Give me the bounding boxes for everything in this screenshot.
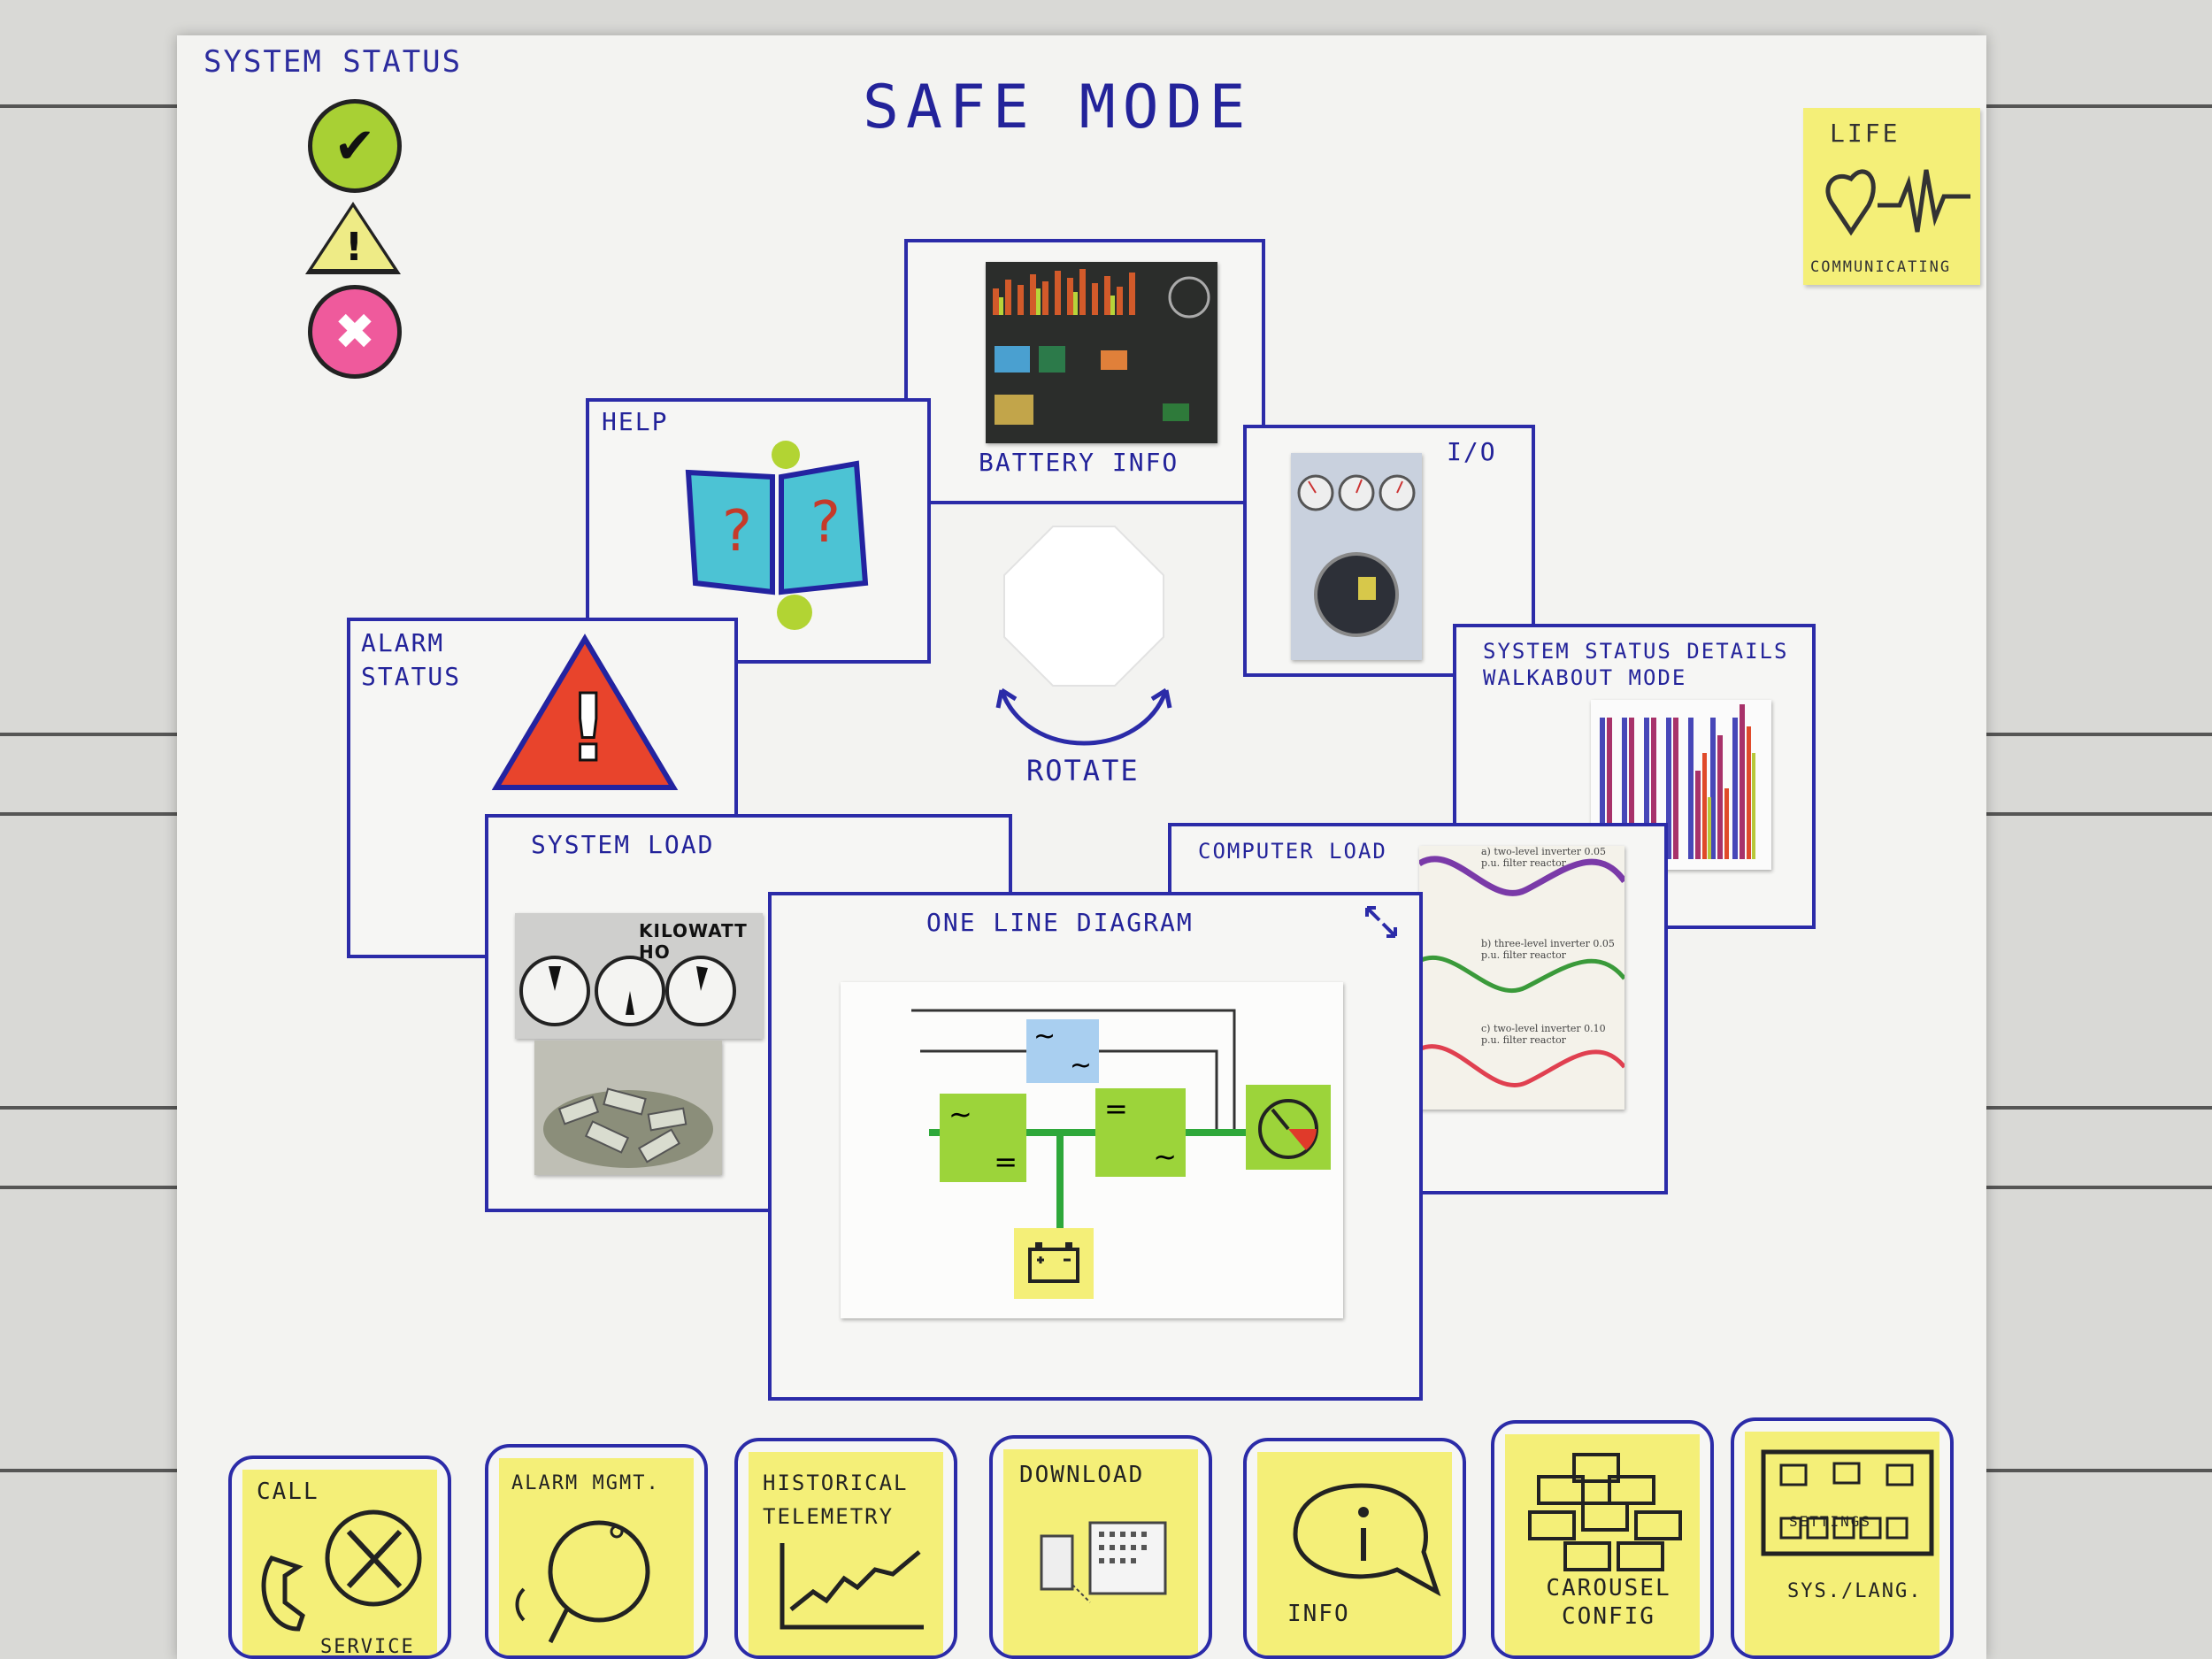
carousel-grid-icon xyxy=(1528,1453,1682,1571)
one-line-diagram-sheet: ~ ~ ~ = = ~ xyxy=(841,982,1343,1318)
help-book-icon xyxy=(685,441,869,630)
kilowatt-meter-text: KILOWATT HO xyxy=(639,920,748,963)
rotate-dial[interactable] xyxy=(1000,522,1168,690)
waveform-image: a) two-level inverter 0.05 p.u. filter r… xyxy=(1417,846,1627,1110)
help-question-right: ? xyxy=(810,490,841,556)
status-ok-icon[interactable]: ✔ xyxy=(308,99,402,193)
inverter-dc: = xyxy=(1104,1092,1128,1125)
safe-mode-poster: SAFE MODE SYSTEM STATUS ✔ ! ✖ LIFE COMMU… xyxy=(177,35,1986,1659)
card-one-line-diagram-label: ONE LINE DIAGRAM xyxy=(926,908,1194,937)
card-battery-info[interactable]: BATTERY INFO xyxy=(904,239,1265,504)
inverter-ac-bottom: ~ xyxy=(1069,1050,1092,1081)
historical-telemetry-button[interactable]: HISTORICAL TELEMETRY xyxy=(734,1438,957,1659)
rectifier-dc: = xyxy=(994,1145,1018,1179)
card-io-label: I/O xyxy=(1447,437,1497,466)
alarm-mgmt-label: ALARM MGMT. xyxy=(511,1472,660,1494)
download-button[interactable]: DOWNLOAD xyxy=(989,1435,1212,1659)
trend-chart-icon xyxy=(780,1543,924,1630)
rectifier-ac: ~ xyxy=(949,1097,972,1131)
download-devices-icon xyxy=(1040,1521,1167,1603)
help-question-left: ? xyxy=(722,499,752,565)
waveform-caption-b: b) three-level inverter 0.05 p.u. filter… xyxy=(1481,938,1615,961)
call-service-label: CALL xyxy=(257,1479,319,1505)
download-label: DOWNLOAD xyxy=(1019,1462,1145,1488)
alarm-bell-icon xyxy=(515,1520,650,1644)
page-title: SAFE MODE xyxy=(863,73,1253,142)
money-pile-image xyxy=(534,1041,722,1175)
info-bubble-icon xyxy=(1293,1483,1441,1597)
load-gauge-icon[interactable] xyxy=(1246,1085,1331,1170)
life-indicator[interactable]: LIFE COMMUNICATING xyxy=(1803,108,1980,285)
card-help-label: HELP xyxy=(602,407,669,436)
alarm-mgmt-button[interactable]: ALARM MGMT. xyxy=(485,1444,708,1659)
call-service-sub: SERVICE xyxy=(320,1636,415,1658)
life-title: LIFE xyxy=(1830,119,1901,148)
carousel-config-button[interactable]: CAROUSEL CONFIG xyxy=(1491,1420,1714,1659)
rectifier-ac-dc[interactable]: ~ = xyxy=(940,1094,1026,1182)
rotate-label: ROTATE xyxy=(1026,754,1140,787)
settings-button[interactable]: SETTINGS SYS./LANG. xyxy=(1731,1417,1954,1659)
status-error-icon[interactable]: ✖ xyxy=(308,285,402,379)
inverter-ac-top: ~ xyxy=(1033,1021,1056,1052)
card-system-status-details-label: SYSTEM STATUS DETAILS WALKABOUT MODE xyxy=(1483,639,1789,690)
battery-icon[interactable] xyxy=(1014,1228,1094,1299)
status-warning-glyph: ! xyxy=(345,225,364,270)
settings-label: SETTINGS xyxy=(1789,1513,1872,1530)
waveform-caption-c: c) two-level inverter 0.10 p.u. filter r… xyxy=(1481,1023,1606,1046)
alarm-glyph: ! xyxy=(565,673,610,784)
alarm-warning-icon xyxy=(491,634,679,790)
call-service-button[interactable]: CALL SERVICE xyxy=(228,1455,451,1659)
settings-panel-icon xyxy=(1761,1449,1934,1556)
inverter-ac-ac[interactable]: ~ ~ xyxy=(1026,1019,1099,1083)
phone-tools-icon xyxy=(261,1509,422,1632)
historical-telemetry-label: HISTORICAL TELEMETRY xyxy=(763,1471,909,1529)
carousel-config-label: CAROUSEL CONFIG xyxy=(1546,1575,1671,1630)
inverter-dc-ac[interactable]: = ~ xyxy=(1095,1088,1186,1177)
io-gauges-image xyxy=(1291,453,1422,660)
rotate-arrow-icon[interactable] xyxy=(991,681,1177,761)
settings-sub: SYS./LANG. xyxy=(1787,1580,1923,1602)
status-warning-fill xyxy=(312,207,394,269)
info-button[interactable]: INFO xyxy=(1243,1438,1466,1659)
system-status-label: SYSTEM STATUS xyxy=(204,44,463,80)
battery-dashboard-image xyxy=(986,262,1217,443)
card-alarm-status-label: ALARM STATUS xyxy=(361,628,462,691)
info-label: INFO xyxy=(1287,1601,1350,1627)
card-computer-load-label: COMPUTER LOAD xyxy=(1198,839,1387,864)
life-status: COMMUNICATING xyxy=(1810,258,1952,276)
waveform-caption-a: a) two-level inverter 0.05 p.u. filter r… xyxy=(1481,846,1607,869)
heartbeat-icon xyxy=(1825,169,1970,236)
kilowatt-meter-image: KILOWATT HO xyxy=(515,913,763,1039)
card-system-load-label: SYSTEM LOAD xyxy=(531,830,715,859)
inverter-ac: ~ xyxy=(1153,1140,1177,1173)
card-battery-info-label: BATTERY INFO xyxy=(979,448,1179,477)
expand-icon[interactable] xyxy=(1360,901,1402,943)
card-one-line-diagram[interactable]: ONE LINE DIAGRAM ~ ~ ~ = = ~ xyxy=(768,892,1423,1401)
